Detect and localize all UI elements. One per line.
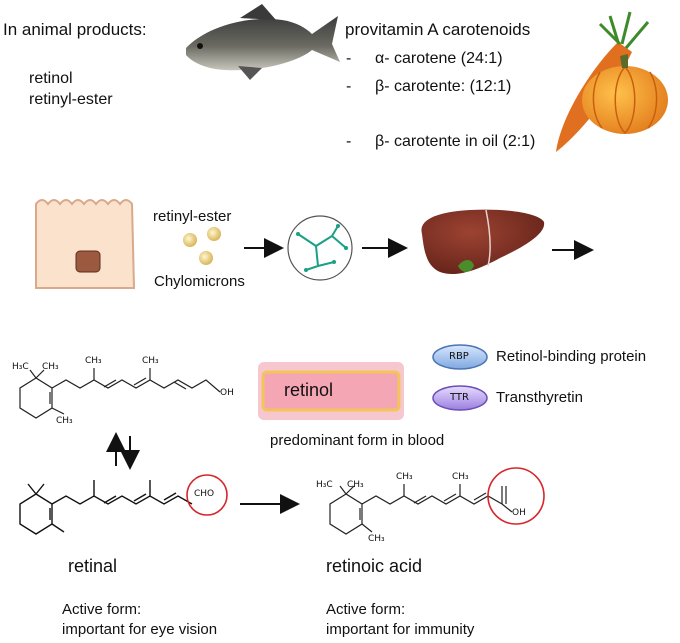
rbp-badge-label: RBP [449, 351, 469, 362]
retinyl-ester-label: retinyl-ester [153, 208, 232, 225]
retinol-blood-pill [258, 362, 404, 420]
retinal-label: retinal [68, 556, 118, 576]
retinol-ch3-label-3: CH₃ [142, 356, 159, 366]
retinoic-desc-line2: important for immunity [326, 621, 475, 638]
chylomicron-particles [183, 227, 221, 265]
carboxyl-highlight-circle [487, 467, 545, 525]
retinal-desc-line1: Active form: [62, 601, 142, 618]
retinal-desc-line2: important for eye vision [62, 621, 218, 638]
blood-caption: predominant form in blood [270, 432, 445, 449]
enterocyte-cell [35, 199, 136, 289]
pumpkin-image [582, 54, 668, 134]
ttr-badge-label: TTR [450, 392, 469, 403]
retinoic-desc-line1: Active form: [326, 601, 406, 618]
retinoic-ch3-label-2: CH₃ [396, 472, 413, 482]
provitamin-dash-1: - [346, 50, 352, 67]
provitamin-dash-2: - [346, 78, 352, 95]
retinoic-ch3-label-1: CH₃ [347, 480, 364, 490]
liver-image [421, 209, 545, 275]
retinoic-h3c-label: H₃C [316, 480, 333, 490]
provitamin-item-beta-oil: β- carotente in oil (2:1) [375, 133, 536, 150]
aldehyde-highlight-circle [186, 474, 228, 516]
retinol-pill-label: retinol [284, 380, 334, 400]
lymphatic-circle [287, 215, 353, 281]
retinol-oh-label: OH [220, 388, 234, 398]
ttr-badge [432, 385, 488, 411]
provitamin-item-beta: β- carotente: (12:1) [375, 78, 512, 95]
animal-item-retinyl-ester: retinyl-ester [29, 91, 113, 108]
retinoic-oh-label: OH [512, 508, 526, 518]
rbp-badge [432, 344, 488, 370]
animal-products-heading: In animal products: [3, 20, 147, 39]
ttr-name: Transthyretin [496, 389, 583, 406]
chylomicrons-label: Chylomicrons [154, 273, 245, 290]
animal-item-retinol: retinol [29, 70, 73, 87]
rbp-name: Retinol-binding protein [496, 348, 647, 365]
retinoic-ch3-label-4: CH₃ [368, 534, 385, 544]
retinol-ch3-label-1: CH₃ [42, 362, 59, 372]
retinol-structure [19, 368, 221, 419]
provitamin-dash-3: - [346, 133, 352, 150]
retinol-ch3-label-4: CH₃ [56, 416, 73, 426]
retinoic-acid-label: retinoic acid [326, 556, 423, 576]
retinal-cho-label: CHO [194, 489, 215, 499]
retinoic-ch3-label-3: CH₃ [452, 472, 469, 482]
retinol-h3c-label: H₃C [12, 362, 29, 372]
retinal-structure [19, 480, 193, 535]
provitamin-item-alpha: α- carotene (24:1) [375, 50, 503, 67]
retinol-ch3-label-2: CH₃ [85, 356, 102, 366]
retinoic-acid-structure [329, 484, 513, 535]
fish-image [186, 4, 340, 80]
provitamin-heading: provitamin A carotenoids [345, 20, 531, 39]
